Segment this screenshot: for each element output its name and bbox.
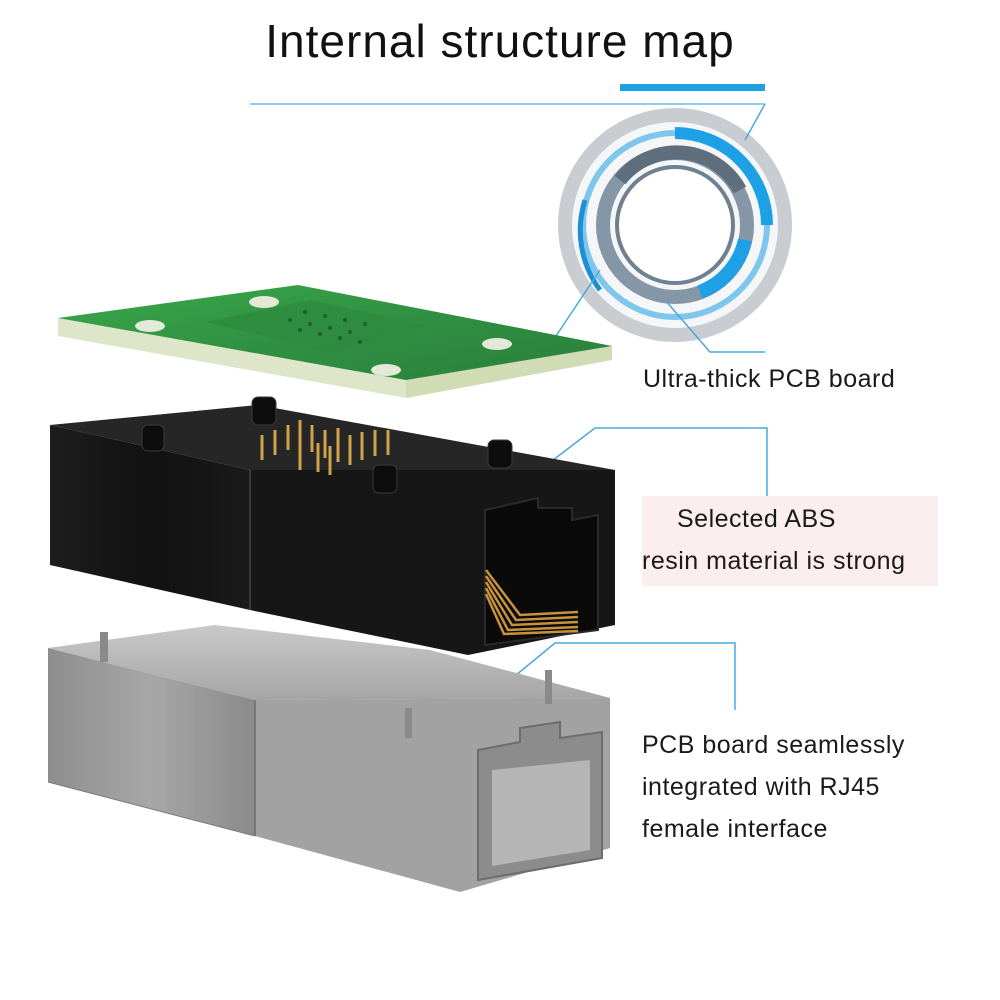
integration-label-line1: PCB board seamlessly (642, 731, 905, 759)
metal-shield (47, 625, 610, 892)
integration-label: PCB board seamlessly integrated with RJ4… (642, 724, 905, 850)
pcb-board-label: Ultra-thick PCB board (643, 365, 896, 393)
pcb-callout-line-3 (664, 299, 765, 353)
mounting-posts (141, 396, 513, 494)
abs-material-label-line2: resin material is strong (642, 547, 906, 575)
integration-label-line3: female interface (642, 815, 828, 843)
header-pins (260, 420, 390, 475)
pcb-board (58, 285, 612, 398)
abs-housing (50, 396, 615, 655)
abs-material-label-line1: Selected ABS (677, 505, 836, 533)
gold-contacts (484, 569, 579, 636)
integration-label-line2: integrated with RJ45 (642, 773, 880, 801)
callout-lines (509, 103, 768, 710)
abs-callout-line (539, 427, 768, 500)
abs-material-label: Selected ABS resin material is strong (642, 496, 938, 586)
page-title: Internal structure map (265, 15, 735, 67)
header-accent-bar (620, 84, 765, 91)
pcb-callout-line-2 (549, 269, 601, 346)
interface-callout-line (509, 642, 736, 710)
pcb-callout-line (744, 103, 766, 141)
magnifier-ring-icon (558, 108, 792, 342)
